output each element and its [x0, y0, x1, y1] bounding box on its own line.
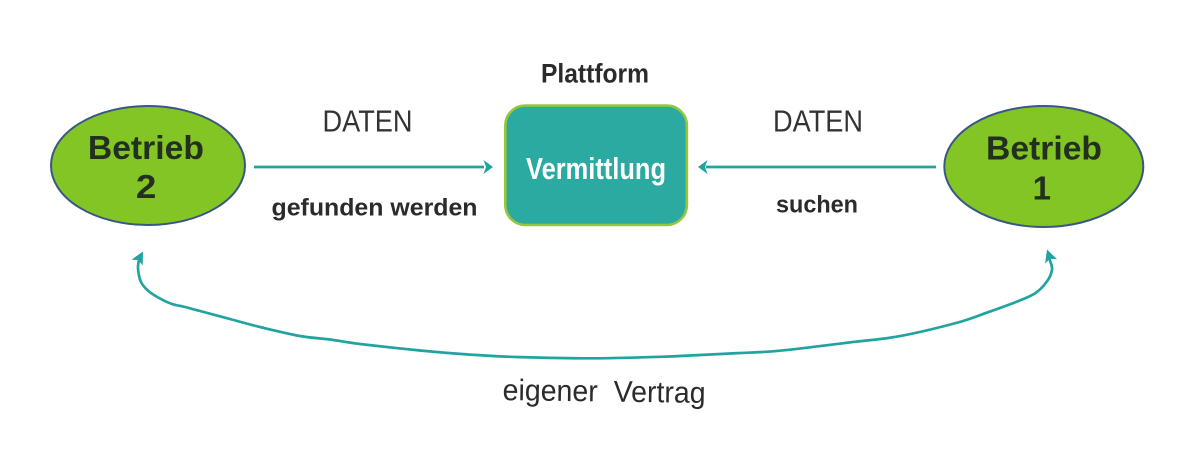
svg-text:suchen: suchen	[776, 192, 858, 219]
svg-text:gefunden werden: gefunden werden	[272, 195, 478, 222]
svg-text:2: 2	[136, 168, 157, 205]
svg-text:DATEN: DATEN	[773, 104, 863, 139]
svg-text:Betrieb: Betrieb	[88, 129, 204, 166]
svg-text:Vermittlung: Vermittlung	[526, 151, 666, 186]
svg-text:eigener Vertrag: eigener Vertrag	[502, 374, 705, 410]
svg-text:1: 1	[1033, 169, 1051, 206]
svg-text:Betrieb: Betrieb	[986, 129, 1102, 166]
svg-text:DATEN: DATEN	[323, 104, 413, 139]
svg-text:Plattform: Plattform	[541, 58, 649, 88]
